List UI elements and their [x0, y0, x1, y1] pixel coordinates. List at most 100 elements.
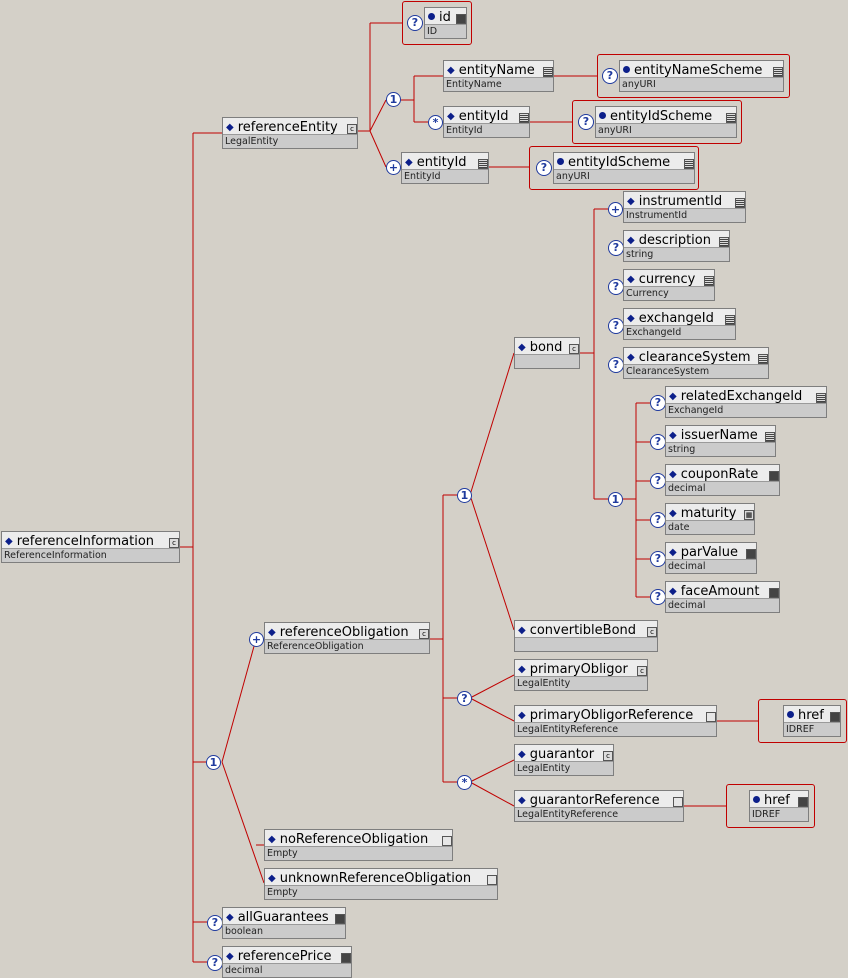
c-badge-icon: c	[603, 751, 613, 761]
optional-connector-obligor[interactable]: ?	[457, 691, 472, 706]
element-entityId[interactable]: ◆entityId EntityId	[443, 106, 530, 138]
element-primaryObligor[interactable]: ◆primaryObligor c LegalEntity	[514, 659, 648, 691]
element-convertibleBond[interactable]: ◆convertibleBond c	[514, 620, 658, 652]
element-referenceInformation[interactable]: ◆referenceInformation c ReferenceInforma…	[1, 531, 180, 563]
element-type: decimal	[668, 600, 706, 611]
many-connector-entity[interactable]: *	[428, 115, 443, 130]
element-guarantorReference[interactable]: ◆guarantorReference LegalEntityReference	[514, 790, 684, 822]
element-name: primaryObligor	[529, 662, 628, 677]
attribute-group-entityNameScheme	[597, 54, 790, 98]
element-referencePrice[interactable]: ◆referencePrice decimal	[222, 946, 352, 978]
element-unknownReferenceObligation[interactable]: ◆unknownReferenceObligation Empty	[264, 868, 498, 900]
lines-icon	[725, 315, 735, 325]
choice-connector-bond[interactable]: 1	[608, 492, 623, 507]
dash-icon	[830, 712, 840, 722]
element-instrumentId[interactable]: ◆instrumentId InstrumentId	[623, 191, 746, 223]
sequence-connector-entity[interactable]: +	[386, 160, 401, 175]
attribute-href[interactable]: href IDREF	[749, 790, 809, 822]
element-primaryObligorReference[interactable]: ◆primaryObligorReference LegalEntityRefe…	[514, 705, 717, 737]
lines-icon	[758, 354, 768, 364]
element-type: ReferenceObligation	[267, 641, 364, 652]
element-type: date	[668, 522, 690, 533]
sequence-connector-root[interactable]: 1	[206, 755, 221, 770]
question-icon: ?	[207, 955, 223, 971]
choice-connector-entity[interactable]: 1	[386, 92, 401, 107]
element-name: description	[638, 233, 711, 248]
element-type: LegalEntity	[225, 136, 279, 147]
attribute-id[interactable]: id ID	[424, 7, 467, 39]
element-issuerName[interactable]: ◆issuerName string	[665, 425, 776, 457]
attribute-group-id	[402, 1, 472, 45]
element-guarantor[interactable]: ◆guarantor c LegalEntity	[514, 744, 614, 776]
element-referenceObligation[interactable]: ◆referenceObligation c ReferenceObligati…	[264, 622, 430, 654]
element-type: string	[626, 249, 654, 260]
attribute-href[interactable]: href IDREF	[783, 705, 841, 737]
attribute-entityNameScheme[interactable]: entityNameScheme anyURI	[619, 60, 784, 92]
element-name: clearanceSystem	[638, 350, 751, 365]
element-clearanceSystem[interactable]: ◆clearanceSystem ClearanceSystem	[623, 347, 769, 379]
element-name: entityId	[416, 155, 467, 170]
element-name: referenceEntity	[237, 120, 338, 135]
element-entityName[interactable]: ◆entityName EntityName	[443, 60, 554, 92]
question-icon: ?	[578, 114, 594, 130]
attribute-type: IDREF	[752, 809, 781, 820]
element-type: LegalEntity	[517, 763, 571, 774]
ddd-icon	[769, 588, 779, 598]
question-icon: ?	[608, 279, 624, 295]
attribute-entityIdScheme[interactable]: entityIdScheme anyURI	[595, 106, 737, 138]
element-name: primaryObligorReference	[529, 708, 694, 723]
calendar-icon: ▦	[744, 510, 754, 520]
question-icon: ?	[407, 15, 423, 31]
element-referenceEntity[interactable]: ◆referenceEntity c LegalEntity	[222, 117, 358, 149]
sequence-connector-bond[interactable]: +	[608, 202, 623, 217]
element-type: boolean	[225, 926, 263, 937]
lines-icon	[765, 432, 775, 442]
element-description[interactable]: ◆description string	[623, 230, 730, 262]
element-parValue[interactable]: ◆parValue decimal	[665, 542, 757, 574]
element-allGuarantees[interactable]: ◆allGuarantees boolean	[222, 907, 346, 939]
ddd-icon	[341, 953, 351, 963]
attribute-type: anyURI	[622, 79, 656, 90]
attribute-type: ID	[427, 26, 438, 37]
element-entityId[interactable]: ◆entityId EntityId	[401, 152, 489, 184]
element-name: unknownReferenceObligation	[279, 871, 472, 886]
c-badge-icon: c	[347, 124, 357, 134]
element-type: Empty	[267, 848, 298, 859]
attribute-group-entityIdScheme-2	[529, 146, 699, 190]
choice-connector-obligation[interactable]: 1	[457, 488, 472, 503]
element-relatedExchangeId[interactable]: ◆relatedExchangeId ExchangeId	[665, 386, 827, 418]
element-name: instrumentId	[638, 194, 723, 209]
element-type: InstrumentId	[626, 210, 688, 221]
element-name: parValue	[680, 545, 738, 560]
element-name: convertibleBond	[529, 623, 637, 638]
element-currency[interactable]: ◆currency Currency	[623, 269, 715, 301]
attribute-group-entityIdScheme-1	[572, 100, 742, 144]
question-icon: ?	[650, 512, 666, 528]
ddd-icon	[746, 549, 756, 559]
dash-icon	[456, 14, 466, 24]
element-couponRate[interactable]: ◆couponRate decimal	[665, 464, 780, 496]
many-connector-guarantor[interactable]: *	[457, 775, 472, 790]
c-badge-icon: c	[637, 666, 647, 676]
element-type: LegalEntity	[517, 678, 571, 689]
element-maturity[interactable]: ◆maturity ▦ date	[665, 503, 755, 535]
element-type: EntityName	[446, 79, 502, 90]
question-icon: ?	[608, 318, 624, 334]
sequence-connector-obligation[interactable]: +	[249, 632, 264, 647]
element-faceAmount[interactable]: ◆faceAmount decimal	[665, 581, 780, 613]
c-badge-icon: c	[569, 344, 579, 354]
attribute-type: anyURI	[556, 171, 590, 182]
attribute-entityIdScheme[interactable]: entityIdScheme anyURI	[553, 152, 695, 184]
question-icon: ?	[650, 395, 666, 411]
element-noReferenceObligation[interactable]: ◆noReferenceObligation Empty	[264, 829, 453, 861]
element-name: referenceObligation	[279, 625, 409, 640]
element-name: currency	[638, 272, 696, 287]
element-bond[interactable]: ◆bond c	[514, 337, 580, 369]
element-name: faceAmount	[680, 584, 760, 599]
element-type: EntityId	[404, 171, 441, 182]
element-exchangeId[interactable]: ◆exchangeId ExchangeId	[623, 308, 736, 340]
lines-icon	[773, 67, 783, 77]
element-type: decimal	[668, 483, 706, 494]
c-badge-icon: c	[169, 538, 179, 548]
element-name: allGuarantees	[237, 910, 329, 925]
